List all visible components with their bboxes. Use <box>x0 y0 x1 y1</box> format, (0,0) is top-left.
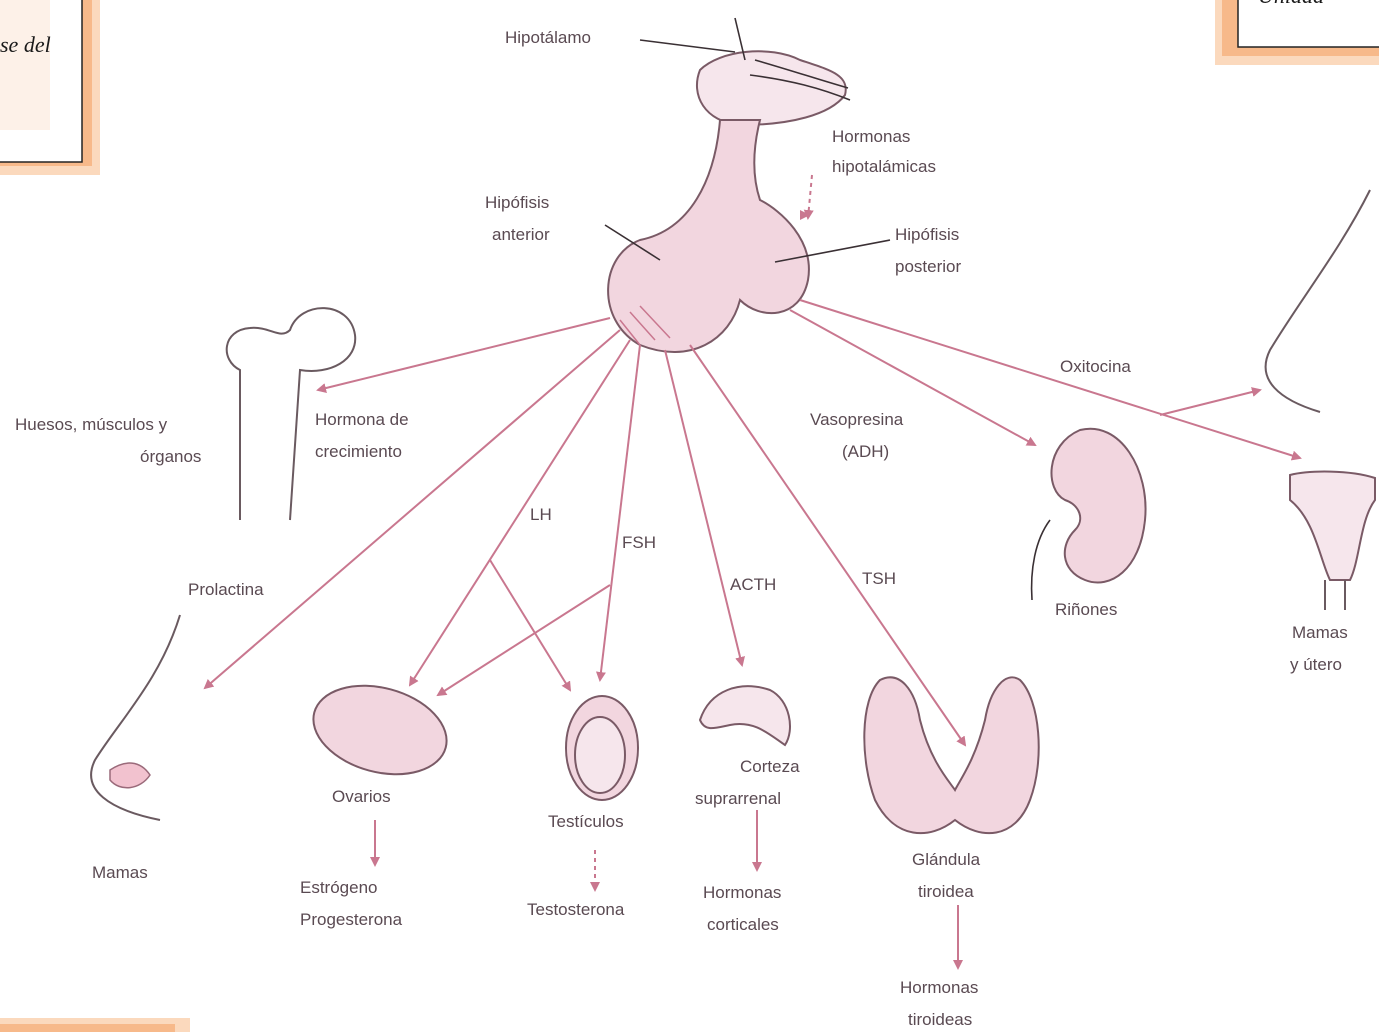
frame-top-left-text: se del <box>0 32 51 57</box>
label-vasopresina-1: Vasopresina <box>810 410 904 429</box>
label-hipofisis-posterior-2: posterior <box>895 257 961 276</box>
label-mamas-utero-2: y útero <box>1290 655 1342 674</box>
frame-top-right: Unidad <box>1215 0 1379 65</box>
label-vasopresina-2: (ADH) <box>842 442 889 461</box>
label-hormona-crecimiento-2: crecimiento <box>315 442 402 461</box>
label-hormonas-corticales-1: Hormonas <box>703 883 781 902</box>
label-hormonas-tiroideas-2: tiroideas <box>908 1010 972 1029</box>
ovary-shape <box>303 672 456 788</box>
label-ovarios: Ovarios <box>332 787 391 806</box>
label-hipofisis-anterior-1: Hipófisis <box>485 193 549 212</box>
testis-shape <box>566 696 638 800</box>
diagram-labels: Hipotálamo Hormonas hipotalámicas Hipófi… <box>15 28 1348 1029</box>
label-oxitocina: Oxitocina <box>1060 357 1131 376</box>
label-hipotalamo: Hipotálamo <box>505 28 591 47</box>
label-hipofisis-anterior-2: anterior <box>492 225 550 244</box>
label-huesos-1: Huesos, músculos y <box>15 415 168 434</box>
label-mamas-utero-1: Mamas <box>1292 623 1348 642</box>
breast-illustration <box>91 615 180 820</box>
pituitary-gland <box>605 18 890 352</box>
label-lh: LH <box>530 505 552 524</box>
label-testosterona: Testosterona <box>527 900 625 919</box>
label-estrogeno-2: Progesterona <box>300 910 403 929</box>
label-estrogeno-1: Estrógeno <box>300 878 378 897</box>
label-prolactina: Prolactina <box>188 580 264 599</box>
label-glandula-tiroidea-2: tiroidea <box>918 882 974 901</box>
label-fsh: FSH <box>622 533 656 552</box>
label-tsh: TSH <box>862 569 896 588</box>
label-hormona-crecimiento-1: Hormona de <box>315 410 409 429</box>
kidney-shape <box>1032 429 1146 600</box>
label-glandula-tiroidea-1: Glándula <box>912 850 981 869</box>
label-huesos-2: órganos <box>140 447 201 466</box>
frame-top-left: se del <box>0 0 100 175</box>
label-hipofisis-posterior-1: Hipófisis <box>895 225 959 244</box>
label-corteza-2: suprarrenal <box>695 789 781 808</box>
label-hormonas-corticales-2: corticales <box>707 915 779 934</box>
label-hormonas-hipotalamicas-1: Hormonas <box>832 127 910 146</box>
adrenal-shape <box>700 686 790 745</box>
uterus-shape <box>1290 472 1375 610</box>
frame-bottom-left <box>0 1018 190 1032</box>
label-testiculos: Testículos <box>548 812 624 831</box>
thyroid-shape <box>864 677 1038 833</box>
label-rinones: Riñones <box>1055 600 1117 619</box>
label-mamas: Mamas <box>92 863 148 882</box>
label-hormonas-tiroideas-1: Hormonas <box>900 978 978 997</box>
label-corteza-1: Corteza <box>740 757 800 776</box>
right-breast-illustration <box>1266 190 1370 412</box>
frame-top-right-text: Unidad <box>1258 0 1325 8</box>
label-hormonas-hipotalamicas-2: hipotalámicas <box>832 157 936 176</box>
label-acth: ACTH <box>730 575 776 594</box>
